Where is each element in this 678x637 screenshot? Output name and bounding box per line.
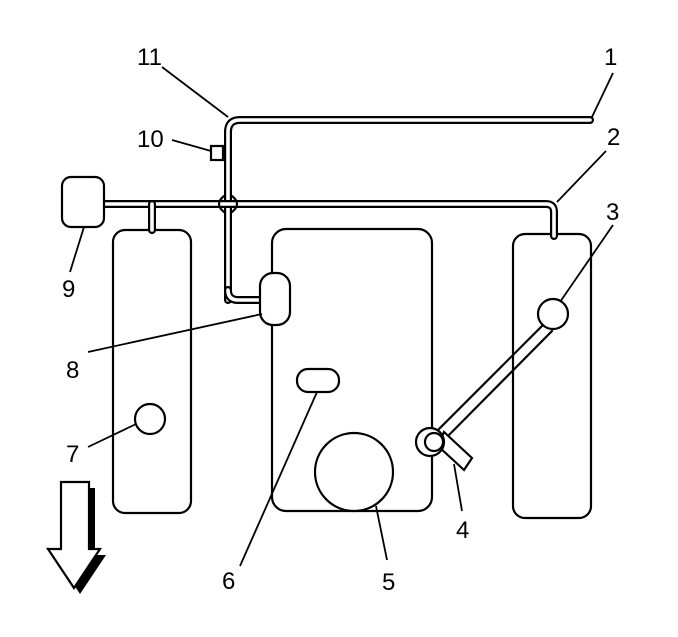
sender-arm bbox=[434, 323, 554, 440]
component-7-drain bbox=[133, 402, 167, 436]
callout-7: 7 bbox=[66, 441, 79, 468]
component-8-valve bbox=[258, 271, 292, 327]
callout-9: 9 bbox=[62, 276, 75, 303]
arrow-down-icon bbox=[45, 480, 106, 594]
leader-lines bbox=[69, 66, 614, 567]
callout-3: 3 bbox=[606, 199, 619, 226]
component-10-fitting bbox=[209, 144, 225, 162]
component-5-pump bbox=[313, 431, 395, 513]
callout-4: 4 bbox=[456, 517, 469, 544]
component-6-oval bbox=[295, 367, 341, 394]
callout-5: 5 bbox=[382, 569, 395, 596]
component-4-pivot bbox=[414, 426, 474, 472]
callout-2: 2 bbox=[607, 124, 620, 151]
callout-6: 6 bbox=[222, 568, 235, 595]
callout-8: 8 bbox=[66, 357, 79, 384]
callout-11: 11 bbox=[137, 44, 162, 71]
left-tank bbox=[111, 228, 193, 515]
callout-10: 10 bbox=[137, 126, 164, 153]
pipe-network bbox=[99, 116, 594, 304]
right-tank bbox=[511, 232, 593, 520]
callout-labels: 1 2 3 4 5 6 7 8 9 10 11 bbox=[62, 44, 620, 596]
component-9-box bbox=[60, 175, 106, 229]
callout-1: 1 bbox=[604, 44, 617, 71]
component-3-float bbox=[536, 297, 570, 331]
